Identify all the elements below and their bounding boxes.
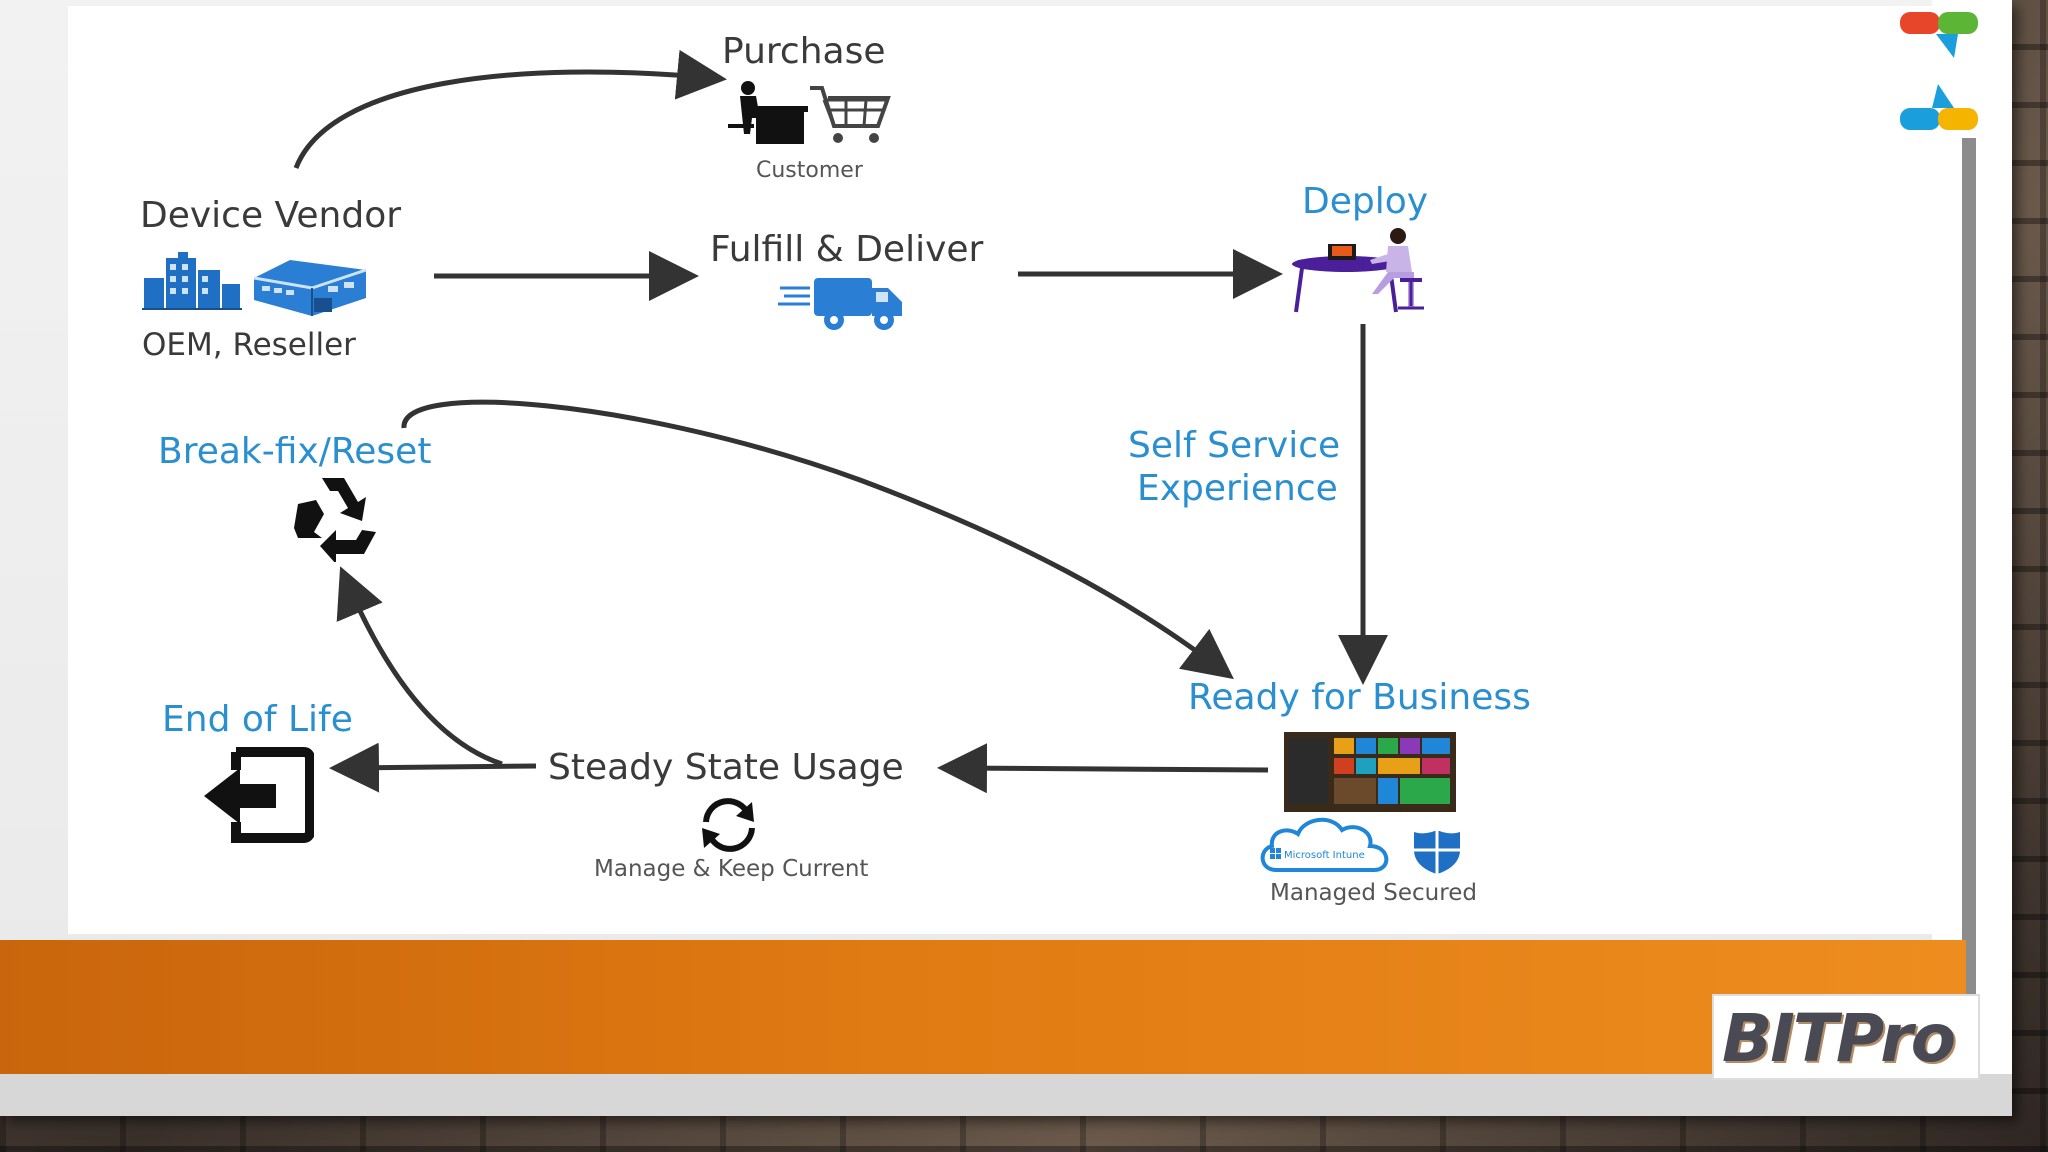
customer-cart-icon [728,81,891,144]
building-icon [142,252,242,310]
managed-secured-label: Managed Secured [1270,880,1477,906]
refresh-icon [702,798,755,852]
recycle-icon [294,478,376,562]
arrow-breakfix-to-ready [401,399,1234,680]
intune-label: Microsoft Intune [1284,850,1365,861]
customer-label: Customer [756,158,863,183]
desk-worker-icon [1292,228,1424,313]
slide-grey-bar [1962,138,1976,996]
self-service-label-line2: Experience [1137,468,1338,509]
device-vendor-label: Device Vendor [140,195,402,236]
arrow-steady-to-eol [329,742,537,793]
deploy-label: Deploy [1302,181,1429,222]
arrow-steady-to-breakfix [336,566,503,767]
exit-icon [204,747,314,843]
footer-bottom-strip [0,1074,2012,1116]
corner-logo-icon [1900,12,1978,130]
self-service-label-line1: Self Service [1128,425,1341,466]
footer-orange-bar [0,940,1966,1074]
purchase-label: Purchase [722,31,886,72]
bitpro-logo: BITPro [1712,994,1980,1080]
arrow-ready-to-steady [937,743,1269,794]
bitpro-logo-text: BITPro [1722,1000,1956,1077]
break-fix-label: Break-fix/Reset [158,431,432,472]
warehouse-icon [253,260,367,316]
cloud-icon: Microsoft Intune [1260,817,1389,872]
end-of-life-label: End of Life [162,699,353,740]
shield-icon [1414,830,1460,874]
slide [0,0,2012,1116]
ready-for-business-label: Ready for Business [1188,677,1531,718]
manage-keep-current-label: Manage & Keep Current [594,856,869,882]
oem-reseller-label: OEM, Reseller [142,327,356,363]
delivery-truck-icon [778,278,902,330]
steady-state-label: Steady State Usage [548,747,904,788]
start-menu-tiles [1284,732,1456,812]
fulfill-deliver-label: Fulfill & Deliver [710,229,984,270]
arrow-vendor-to-purchase [293,49,727,169]
